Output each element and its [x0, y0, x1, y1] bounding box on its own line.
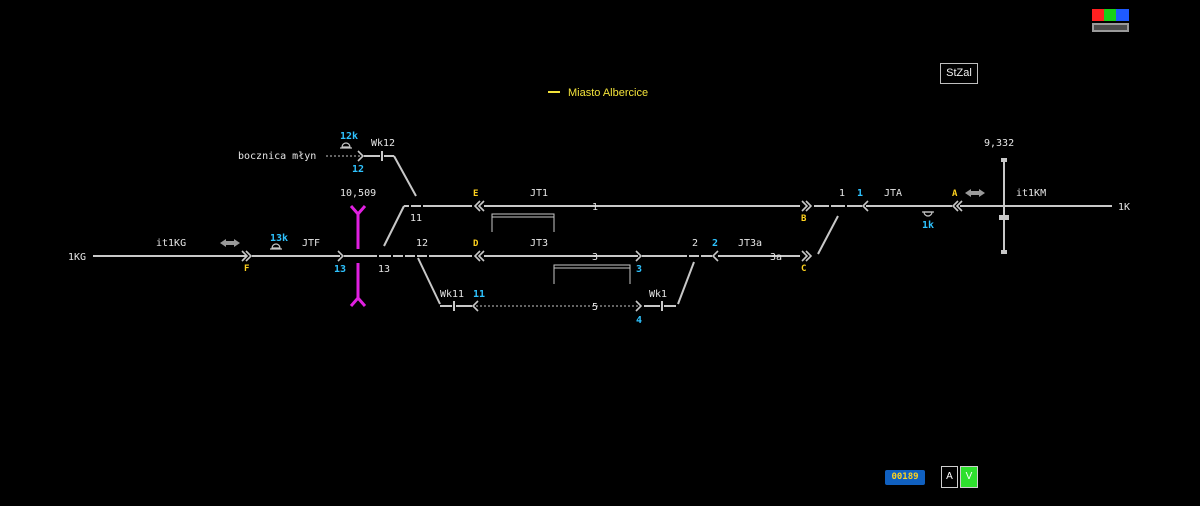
- signal-label-f: F: [244, 264, 249, 274]
- signal-3[interactable]: [635, 250, 643, 262]
- block-label-left: it1KG: [156, 238, 186, 249]
- counter-display: 00189: [885, 470, 925, 485]
- switch-label-11: 11: [410, 213, 422, 224]
- track-number-3a: 3a: [770, 252, 782, 263]
- point-label-wk1: Wk1: [649, 289, 667, 300]
- shunt-signal-13k[interactable]: [270, 243, 282, 250]
- signal-label-12: 12: [352, 164, 364, 175]
- signal-label-11: 11: [473, 289, 485, 300]
- track-joints: [377, 203, 847, 259]
- signal-4[interactable]: [635, 300, 643, 312]
- signal-b[interactable]: [801, 200, 813, 212]
- end-marker-bottom: [1001, 250, 1007, 254]
- signal-2[interactable]: [711, 250, 719, 262]
- level-crossing[interactable]: [349, 205, 367, 307]
- blue-indicator: [1116, 9, 1129, 21]
- signal-f[interactable]: [241, 250, 253, 262]
- track-label-jt3: JT3: [530, 238, 548, 249]
- signal-label-3: 3: [636, 264, 642, 275]
- shunt-signal-1k[interactable]: [922, 211, 934, 217]
- signal-1[interactable]: [861, 200, 869, 212]
- signal-label-1: 1: [857, 188, 863, 199]
- status-bar: [1092, 23, 1129, 32]
- switch-wk1-diagonal[interactable]: [677, 261, 695, 305]
- signal-label-13: 13: [334, 264, 346, 275]
- stzal-button[interactable]: StZal: [940, 63, 978, 84]
- button-v[interactable]: V: [960, 466, 978, 488]
- track-number-2: 2: [692, 238, 698, 249]
- point-label-wk12: Wk12: [371, 138, 395, 149]
- switch-label-13: 13: [378, 264, 390, 275]
- switch-11-diagonal[interactable]: [383, 205, 405, 247]
- switch-9332[interactable]: [999, 215, 1009, 220]
- button-a[interactable]: A: [941, 466, 958, 488]
- signal-12[interactable]: [357, 150, 365, 162]
- block-direction-right-icon[interactable]: [965, 189, 985, 197]
- signal-a[interactable]: [951, 200, 963, 212]
- shunt-label-1k: 1k: [922, 220, 934, 231]
- signal-label-c: C: [801, 264, 806, 274]
- block-label-right: it1KM: [1016, 188, 1046, 199]
- signal-label-e: E: [473, 189, 478, 199]
- track-label-jta: JTA: [884, 188, 902, 199]
- signal-11[interactable]: [471, 300, 479, 312]
- switch-wk11-diagonal[interactable]: [417, 257, 441, 305]
- point-label-wk11: Wk11: [440, 289, 464, 300]
- km-label-left: 10,509: [340, 188, 376, 199]
- track-label-jt1: JT1: [530, 188, 548, 199]
- switch-1-diagonal[interactable]: [817, 215, 839, 255]
- station-title: Miasto Albercice: [568, 87, 648, 99]
- platform-2: [553, 264, 631, 284]
- switch-label-1: 1: [839, 188, 845, 199]
- end-marker-top: [1001, 158, 1007, 162]
- switch-label-12: 12: [416, 238, 428, 249]
- signal-label-b: B: [801, 214, 807, 224]
- switch-wk12-diagonal[interactable]: [393, 155, 417, 197]
- shunt-signal-12k[interactable]: [340, 142, 352, 149]
- signal-e[interactable]: [473, 200, 485, 212]
- signal-label-4: 4: [636, 315, 642, 326]
- signal-label-d: D: [473, 239, 479, 249]
- signal-label-2: 2: [712, 238, 718, 249]
- signal-label-a: A: [952, 189, 958, 199]
- shunt-label-13k: 13k: [270, 233, 288, 244]
- track-label-jtf: JTF: [302, 238, 320, 249]
- km-label-right: 9,332: [984, 138, 1014, 149]
- signal-c[interactable]: [801, 250, 813, 262]
- green-indicator: [1104, 9, 1116, 21]
- red-indicator: [1092, 9, 1104, 21]
- track-label-jt3a: JT3a: [738, 238, 762, 249]
- block-direction-left-icon[interactable]: [220, 239, 240, 247]
- track-number-5: 5: [592, 302, 598, 313]
- platform-1: [491, 213, 555, 232]
- end-label-left: 1KG: [68, 252, 86, 263]
- siding-label: bocznica młyn: [238, 151, 316, 162]
- track-number-1: 1: [592, 202, 598, 213]
- end-label-right: 1K: [1118, 202, 1130, 213]
- track-number-3: 3: [592, 252, 598, 263]
- signal-13[interactable]: [337, 250, 345, 262]
- shunt-label-12k: 12k: [340, 131, 358, 142]
- rgb-status-icon[interactable]: [1092, 9, 1130, 33]
- signal-d[interactable]: [473, 250, 485, 262]
